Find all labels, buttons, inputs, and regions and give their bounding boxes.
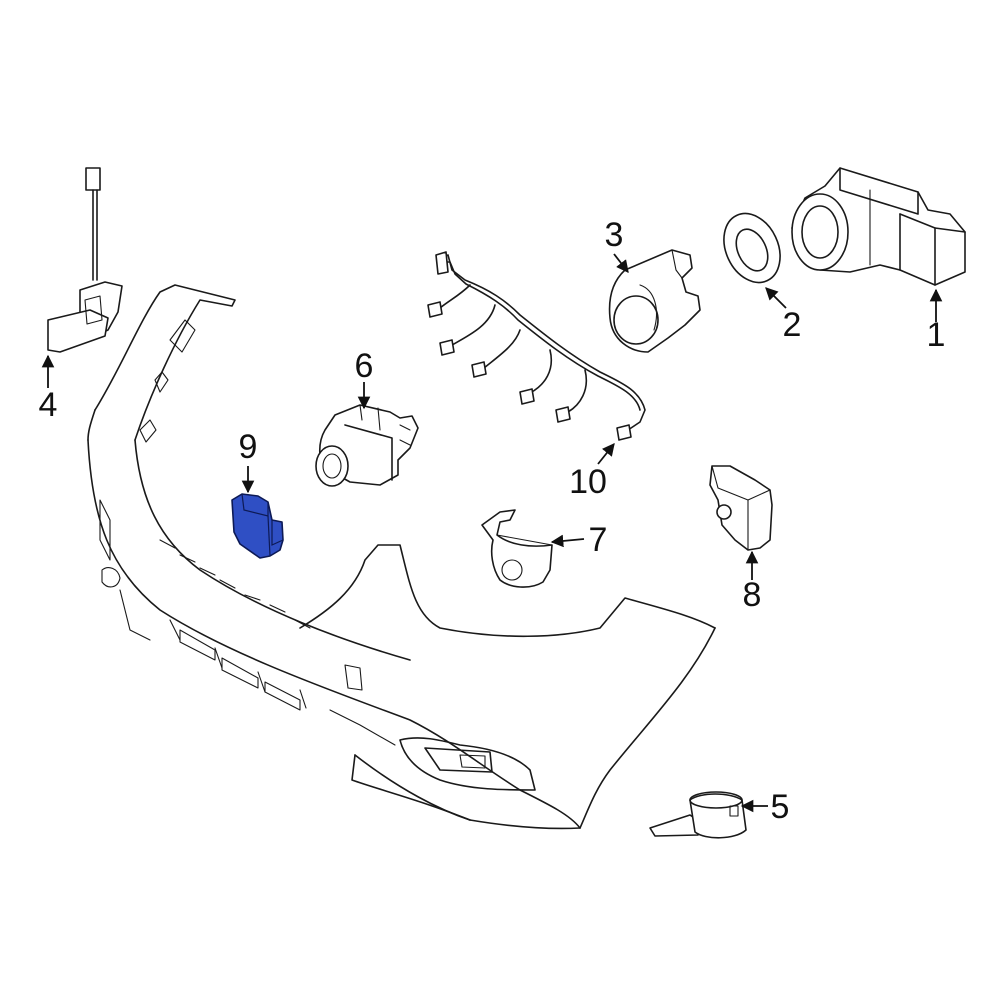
clip-bracket-part-7: [481, 509, 553, 588]
side-bracket-part-8: [709, 465, 773, 551]
bracket-part-4: [47, 167, 123, 353]
sensor-ring-part-2: [723, 212, 781, 284]
bumper-cover: [87, 284, 716, 830]
callout-8: 8: [743, 576, 762, 614]
callout-2: 2: [783, 306, 802, 344]
sensor-module-part-6: [315, 404, 419, 487]
callout-7: 7: [589, 521, 608, 559]
callout-9: 9: [239, 428, 258, 466]
sensor-holder-part-3: [608, 249, 701, 353]
callout-10: 10: [569, 463, 607, 501]
callout-arrows: [41, 253, 943, 813]
callout-5: 5: [771, 788, 790, 826]
callout-1: 1: [927, 316, 946, 354]
callout-4: 4: [39, 386, 58, 424]
wiring-harness-part-10: [427, 251, 646, 441]
callout-6: 6: [355, 347, 374, 385]
callout-labels: 1 2 3 4 5 6 7 8 9 10: [39, 216, 946, 826]
sensor-pin-part-5: [649, 791, 747, 839]
park-sensor-part-1: [791, 167, 966, 286]
callout-3: 3: [605, 216, 624, 254]
control-module-part-9: [231, 493, 284, 559]
